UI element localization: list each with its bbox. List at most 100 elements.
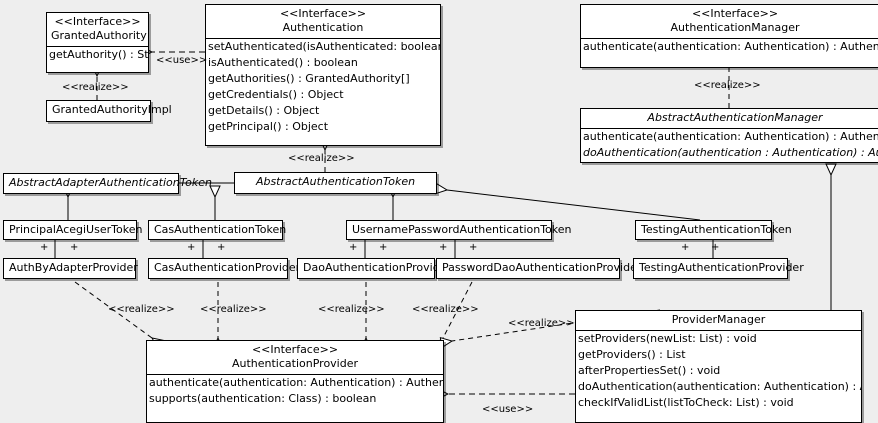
multiplicity-passworddao-right: + (469, 242, 478, 253)
class-header-passworddaoauthenticationprovider: PasswordDaoAuthenticationProvider (437, 259, 642, 278)
stereotype-interface: <<Interface>> (691, 7, 779, 20)
class-box-daoauthenticationprovider[interactable]: DaoAuthenticationProvider (297, 258, 451, 279)
class-box-casauthenticationtoken[interactable]: CasAuthenticationToken (148, 220, 286, 240)
class-header-casauthenticationtoken: CasAuthenticationToken (149, 221, 286, 240)
class-name-principalacegiusertoken: PrincipalAcegiUserToken (9, 223, 143, 236)
multiplicity-cas-left: + (187, 242, 196, 253)
class-name-testingauthenticationtoken: TestingAuthenticationToken (641, 223, 792, 236)
class-header-testingauthenticationtoken: TestingAuthenticationToken (636, 221, 792, 240)
edge-label-realize-passworddaoauthenticationprovider: <<realize>> (412, 304, 479, 315)
class-name-passworddaoauthenticationprovider: PasswordDaoAuthenticationProvider (442, 261, 642, 274)
operation: afterPropertiesSet() : void (578, 364, 721, 377)
multiplicity-principalacegi-left: + (40, 242, 49, 253)
divider (576, 330, 861, 331)
class-box-usernamepasswordauthenticationtoken[interactable]: UsernamePasswordAuthenticationToken (346, 220, 572, 240)
class-box-authentication[interactable]: <<Interface>> Authentication setAuthenti… (205, 4, 441, 146)
class-name-daoauthenticationprovider: DaoAuthenticationProvider (303, 261, 451, 274)
edge-label-realize-abstract-authentication-token: <<realize>> (288, 153, 355, 164)
operation-abstract: doAuthentication(authentication : Authen… (583, 146, 878, 159)
class-name-grantedauthorityimpl: GrantedAuthorityImpl (52, 103, 172, 116)
divider (147, 374, 443, 375)
operation: checkIfValidList(listToCheck: List) : vo… (578, 396, 794, 409)
class-header-authenticationprovider: <<Interface>> AuthenticationProvider (147, 341, 443, 374)
operation: isAuthenticated() : boolean (208, 56, 358, 69)
multiplicity-passworddao-left: + (439, 242, 448, 253)
class-name-abstractauthenticationtoken: AbstractAuthenticationToken (255, 175, 416, 188)
stereotype-interface: <<Interface>> (251, 343, 339, 356)
operation: authenticate(authentication: Authenticat… (583, 130, 878, 143)
class-box-principalacegiusertoken[interactable]: PrincipalAcegiUserToken (3, 220, 143, 240)
class-header-grantedauthorityimpl: GrantedAuthorityImpl (47, 101, 172, 120)
multiplicity-cas-right: + (217, 242, 226, 253)
edge-label-realize-grantedauthorityimpl: <<realize>> (62, 82, 129, 93)
operation: getProviders() : List (578, 348, 686, 361)
class-box-testingauthenticationtoken[interactable]: TestingAuthenticationToken (635, 220, 792, 240)
class-name-abstractauthenticationmanager: AbstractAuthenticationManager (647, 111, 823, 124)
multiplicity-testing-right: + (711, 242, 720, 253)
multiplicity-principalacegi-right: + (70, 242, 79, 253)
class-name-grantedauthority: GrantedAuthority (51, 29, 147, 42)
operation: getCredentials() : Object (208, 88, 344, 101)
class-header-providermanager: ProviderManager (576, 311, 861, 330)
edge-label-use-providermanager-authenticationprovider: <<use>> (482, 404, 534, 415)
operations-grantedauthority: getAuthority() : String (47, 47, 148, 63)
edge-label-realize-authbyadapterprovider: <<realize>> (108, 304, 175, 315)
class-box-abstractadapterauthenticationtoken[interactable]: AbstractAdapterAuthenticationToken (3, 173, 212, 194)
operation: supports(authentication: Class) : boolea… (149, 392, 377, 405)
edge-label-realize-testingauthenticationprovider: <<realize>> (508, 318, 575, 329)
class-header-abstractauthenticationmanager: AbstractAuthenticationManager (581, 109, 878, 128)
class-name-authbyadapterprovider: AuthByAdapterProvider (9, 261, 138, 274)
multiplicity-testing-left: + (681, 242, 690, 253)
class-header-grantedauthority: <<Interface>> GrantedAuthority (47, 13, 148, 46)
operations-authentication: setAuthenticated(isAuthenticated: boolea… (206, 39, 440, 135)
class-box-abstractauthenticationtoken[interactable]: AbstractAuthenticationToken (234, 172, 437, 194)
class-name-providermanager: ProviderManager (671, 313, 766, 326)
class-box-grantedauthority[interactable]: <<Interface>> GrantedAuthority getAuthor… (46, 12, 149, 73)
operations-authenticationmanager: authenticate(authentication: Authenticat… (581, 39, 878, 55)
class-box-authbyadapterprovider[interactable]: AuthByAdapterProvider (3, 258, 138, 279)
class-header-daoauthenticationprovider: DaoAuthenticationProvider (298, 259, 451, 278)
operation: getAuthorities() : GrantedAuthority[] (208, 72, 410, 85)
multiplicity-dao-left: + (349, 242, 358, 253)
class-box-passworddaoauthenticationprovider[interactable]: PasswordDaoAuthenticationProvider (436, 258, 642, 279)
operation: setAuthenticated(isAuthenticated: boolea… (208, 40, 440, 53)
operation: setProviders(newList: List) : void (578, 332, 757, 345)
divider (581, 38, 878, 39)
class-name-authentication: Authentication (282, 21, 364, 34)
operation: getPrincipal() : Object (208, 120, 329, 133)
divider (47, 46, 148, 47)
operation: getAuthority() : String (49, 48, 148, 61)
class-header-casauthenticationprovider: CasAuthenticationProvider (149, 259, 301, 278)
operations-authenticationprovider: authenticate(authentication: Authenticat… (147, 375, 443, 407)
class-name-authenticationmanager: AuthenticationManager (670, 21, 800, 34)
class-header-abstractauthenticationtoken: AbstractAuthenticationToken (235, 173, 436, 192)
class-box-providermanager[interactable]: ProviderManager setProviders(newList: Li… (575, 310, 862, 423)
divider (206, 38, 440, 39)
operations-abstractauthenticationmanager: authenticate(authentication: Authenticat… (581, 129, 878, 161)
class-box-authenticationmanager[interactable]: <<Interface>> AuthenticationManager auth… (580, 4, 878, 68)
class-header-usernamepasswordauthenticationtoken: UsernamePasswordAuthenticationToken (347, 221, 572, 240)
class-name-testingauthenticationprovider: TestingAuthenticationProvider (639, 261, 804, 274)
operation: doAuthentication(authentication: Authent… (578, 380, 861, 393)
class-header-authenticationmanager: <<Interface>> AuthenticationManager (581, 5, 878, 38)
class-box-grantedauthorityimpl[interactable]: GrantedAuthorityImpl (46, 100, 172, 122)
edge-label-use-authentication-grantedauthority: <<use>> (156, 55, 208, 66)
multiplicity-dao-right: + (379, 242, 388, 253)
class-name-casauthenticationprovider: CasAuthenticationProvider (154, 261, 301, 274)
divider (581, 128, 878, 129)
operation: getDetails() : Object (208, 104, 320, 117)
operation: authenticate(authentication: Authenticat… (149, 376, 443, 389)
class-header-authbyadapterprovider: AuthByAdapterProvider (4, 259, 138, 278)
edge-label-realize-abstract-authentication-manager: <<realize>> (694, 80, 761, 91)
class-box-authenticationprovider[interactable]: <<Interface>> AuthenticationProvider aut… (146, 340, 444, 423)
stereotype-interface: <<Interface>> (54, 15, 141, 28)
class-box-abstractauthenticationmanager[interactable]: AbstractAuthenticationManager authentica… (580, 108, 878, 163)
class-header-authentication: <<Interface>> Authentication (206, 5, 440, 38)
class-box-casauthenticationprovider[interactable]: CasAuthenticationProvider (148, 258, 301, 279)
class-box-testingauthenticationprovider[interactable]: TestingAuthenticationProvider (633, 258, 804, 279)
operations-providermanager: setProviders(newList: List) : void getPr… (576, 331, 861, 411)
class-name-abstractadapterauthenticationtoken: AbstractAdapterAuthenticationToken (9, 176, 212, 189)
class-name-authenticationprovider: AuthenticationProvider (231, 357, 359, 370)
class-header-abstractadapterauthenticationtoken: AbstractAdapterAuthenticationToken (4, 174, 212, 193)
